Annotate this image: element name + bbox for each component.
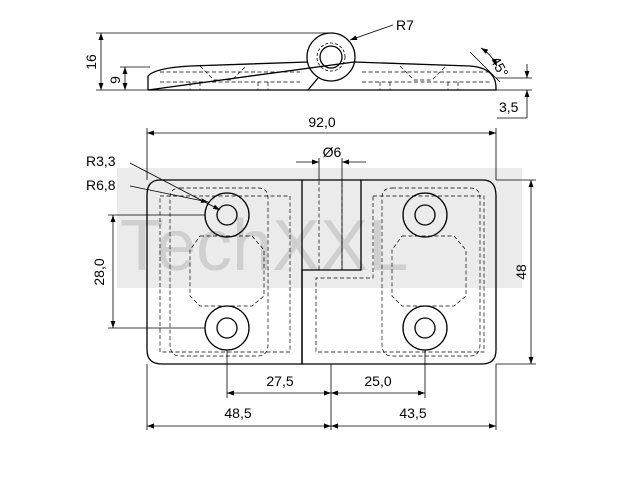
right-leaf: [301, 179, 497, 365]
angle-line: [469, 51, 501, 83]
hole-top-right-inner: [414, 204, 436, 226]
left-center-rib: [189, 235, 265, 307]
left-leaf: [146, 179, 303, 365]
dim-27-5: 27,5: [266, 373, 293, 389]
hole-bottom-right-inner: [414, 317, 436, 339]
right-center-rib: [391, 235, 467, 307]
dim-angle: 45°: [487, 54, 511, 80]
dim-r7: R7: [396, 17, 414, 33]
dim-d6: Ø6: [323, 144, 342, 160]
dim-28: 28,0: [91, 258, 107, 285]
right-leaf-hidden-outline: [315, 195, 485, 353]
hole-bottom-left-inner: [216, 317, 238, 339]
side-dimensions: 16 9 R7 45° 3,5: [83, 17, 532, 119]
knuckle-pin: [319, 45, 343, 69]
leaf-split: [307, 77, 319, 91]
side-view: [147, 32, 497, 91]
dim-48-5: 48,5: [224, 405, 251, 421]
side-profile: [147, 61, 497, 91]
dim-16: 16: [83, 54, 99, 70]
dim-48: 48: [513, 264, 529, 280]
knuckle-outer: [306, 32, 356, 82]
hole-top-left-inner: [216, 204, 238, 226]
dim-25: 25,0: [364, 373, 391, 389]
right-pocket: [381, 187, 481, 357]
leader-r68: [129, 185, 209, 203]
leader-r7: [349, 24, 394, 41]
countersink-left: [199, 65, 247, 81]
hole-bottom-right-outer: [402, 305, 448, 351]
hole-bottom-left-outer: [204, 305, 250, 351]
dim-92: 92,0: [308, 114, 335, 130]
side-hidden-ribs: [189, 82, 459, 90]
hole-top-right-outer: [402, 192, 448, 238]
angle-arc: [480, 47, 498, 67]
dim-r68: R6,8: [86, 177, 116, 193]
dim-43-5: 43,5: [399, 405, 426, 421]
dim-3-5: 3,5: [499, 99, 519, 115]
dim-r33: R3,3: [86, 153, 116, 169]
left-leaf-hidden-outline: [159, 195, 291, 353]
top-dimensions: 92,0 Ø6 R3,3 R6,8 28,0 48 27,5 25,0 48,5…: [86, 114, 536, 430]
dim-9: 9: [107, 76, 123, 84]
countersink-right: [399, 65, 447, 81]
knuckle-pin-hidden: [316, 42, 346, 72]
